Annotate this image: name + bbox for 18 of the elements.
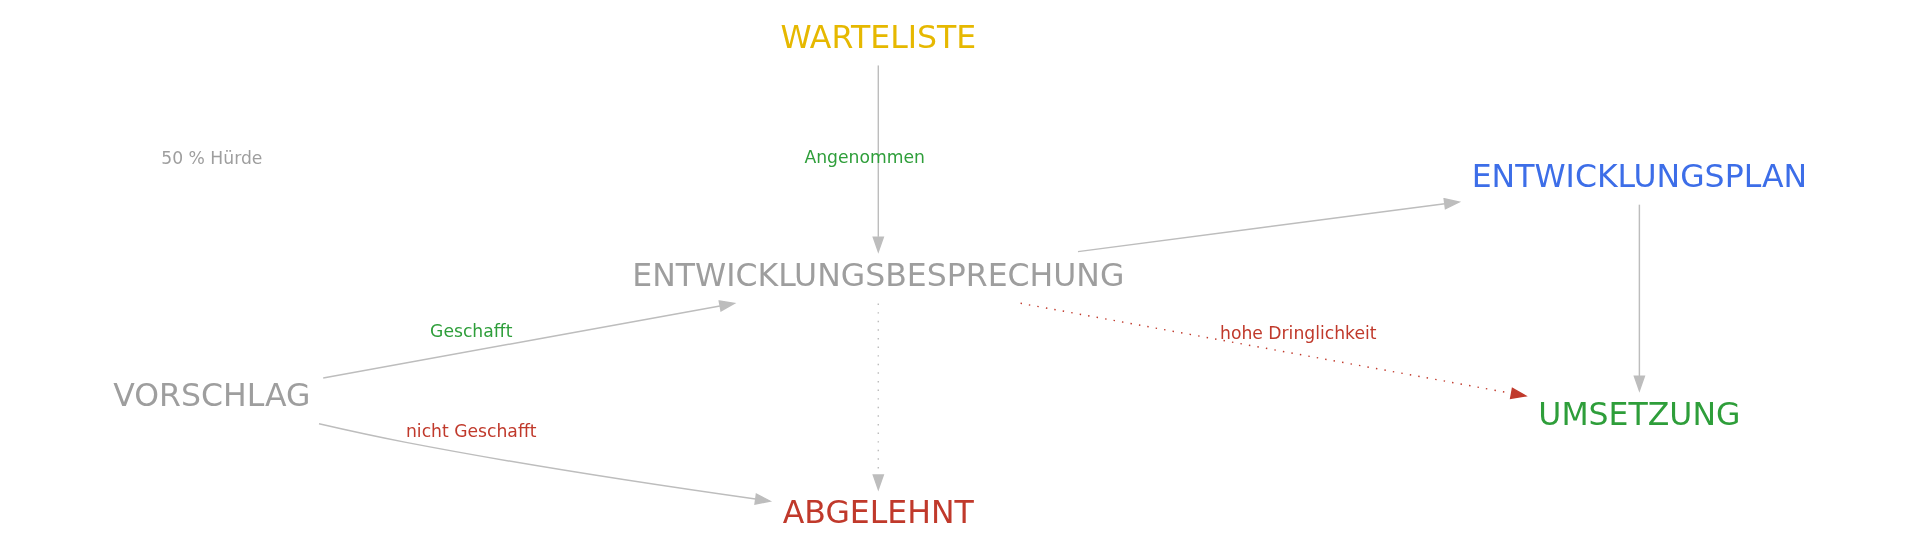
edge-label: Angenommen xyxy=(804,146,925,167)
arrow xyxy=(1077,197,1462,253)
node-text: VORSCHLAG xyxy=(113,376,311,413)
edge-label: nicht Geschafft xyxy=(405,421,537,442)
arrow xyxy=(1019,302,1528,400)
node-text: ABGELEHNT xyxy=(782,494,974,531)
arrow xyxy=(318,423,773,505)
node-text: ENTWICKLUNGSPLAN xyxy=(1471,157,1808,194)
node-text: WARTELISTE xyxy=(780,18,977,55)
arrow xyxy=(1633,203,1646,393)
arrow xyxy=(322,300,737,379)
edge-label: Geschafft xyxy=(430,321,513,342)
edge-label: hohe Dringlichkeit xyxy=(1219,322,1377,343)
node-text: UMSETZUNG xyxy=(1538,395,1741,432)
node-text: ENTWICKLUNGSBESPRECHUNG xyxy=(632,256,1125,293)
arrow xyxy=(872,302,885,492)
arrow xyxy=(872,64,885,254)
label: 50 % Hürde xyxy=(161,148,263,169)
